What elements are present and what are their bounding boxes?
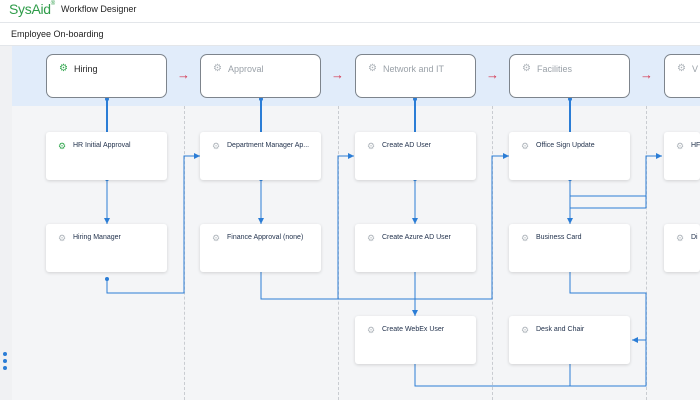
arrow-right-icon: → bbox=[486, 67, 499, 82]
task-next-column-mid[interactable]: ⚙ Di bbox=[664, 224, 700, 272]
stage-next[interactable]: ⚙ V bbox=[664, 54, 700, 98]
gear-icon: ⚙ bbox=[676, 233, 685, 243]
gear-icon: ⚙ bbox=[521, 141, 530, 151]
task-label: HR Initial Approval bbox=[73, 142, 131, 149]
lane-divider bbox=[646, 106, 647, 400]
top-bar: SysAid® Workflow Designer bbox=[0, 0, 700, 23]
task-create-webex-user[interactable]: ⚙ Create WebEx User bbox=[355, 316, 476, 364]
task-hr-initial-approval[interactable]: ⚙ HR Initial Approval bbox=[46, 132, 167, 180]
stage-label: Network and IT bbox=[383, 64, 445, 74]
task-label: Business Card bbox=[536, 234, 582, 241]
arrow-right-icon: → bbox=[177, 67, 190, 82]
left-panel-strip bbox=[0, 46, 12, 400]
more-vertical-icon[interactable] bbox=[3, 352, 7, 373]
gear-icon: ⚙ bbox=[367, 141, 376, 151]
task-label: Hiring Manager bbox=[73, 234, 121, 241]
task-label: Department Manager Ap... bbox=[227, 142, 310, 149]
stage-facilities[interactable]: ⚙ Facilities bbox=[509, 54, 630, 98]
app-title: Workflow Designer bbox=[61, 4, 137, 14]
stage-label: V bbox=[692, 64, 699, 74]
arrow-right-icon: → bbox=[331, 67, 344, 82]
task-office-sign-update[interactable]: ⚙ Office Sign Update bbox=[509, 132, 630, 180]
gear-icon: ⚙ bbox=[676, 141, 685, 151]
gear-icon: ⚙ bbox=[521, 325, 530, 335]
gear-icon: ⚙ bbox=[367, 233, 376, 243]
gear-icon: ⚙ bbox=[521, 233, 530, 243]
task-label: HF bbox=[691, 142, 700, 149]
task-connectors bbox=[104, 97, 662, 387]
task-create-ad-user[interactable]: ⚙ Create AD User bbox=[355, 132, 476, 180]
stage-network-and-it[interactable]: ⚙ Network and IT bbox=[355, 54, 476, 98]
task-next-column-top[interactable]: ⚙ HF bbox=[664, 132, 700, 180]
gear-icon: ⚙ bbox=[677, 63, 686, 74]
workflow-canvas[interactable]: ⚙ Hiring → ⚙ Approval → ⚙ Network and IT… bbox=[0, 46, 700, 400]
gear-icon: ⚙ bbox=[59, 63, 68, 74]
task-department-manager-approval[interactable]: ⚙ Department Manager Ap... bbox=[200, 132, 321, 180]
task-create-azure-ad-user[interactable]: ⚙ Create Azure AD User bbox=[355, 224, 476, 272]
task-label: Create Azure AD User bbox=[382, 234, 451, 241]
logo-text: SysAid bbox=[9, 1, 51, 17]
task-finance-approval[interactable]: ⚙ Finance Approval (none) bbox=[200, 224, 321, 272]
gear-icon: ⚙ bbox=[367, 325, 376, 335]
gear-icon: ⚙ bbox=[368, 63, 377, 74]
task-label: Di bbox=[691, 234, 698, 241]
sysaid-logo[interactable]: SysAid® bbox=[9, 1, 55, 17]
stage-hiring[interactable]: ⚙ Hiring bbox=[46, 54, 167, 98]
task-label: Office Sign Update bbox=[536, 142, 595, 149]
task-label: Finance Approval (none) bbox=[227, 234, 304, 241]
gear-icon: ⚙ bbox=[212, 141, 221, 151]
task-label: Create WebEx User bbox=[382, 326, 445, 333]
task-desk-and-chair[interactable]: ⚙ Desk and Chair bbox=[509, 316, 630, 364]
gear-icon: ⚙ bbox=[58, 141, 67, 151]
stage-label: Facilities bbox=[537, 64, 573, 74]
task-business-card[interactable]: ⚙ Business Card bbox=[509, 224, 630, 272]
gear-icon: ⚙ bbox=[58, 233, 67, 243]
arrow-right-icon: → bbox=[640, 67, 653, 82]
gear-icon: ⚙ bbox=[213, 63, 222, 74]
stage-approval[interactable]: ⚙ Approval bbox=[200, 54, 321, 98]
stage-label: Approval bbox=[228, 64, 264, 74]
stage-label: Hiring bbox=[74, 64, 98, 74]
gear-icon: ⚙ bbox=[522, 63, 531, 74]
task-label: Desk and Chair bbox=[536, 326, 585, 333]
gear-icon: ⚙ bbox=[212, 233, 221, 243]
workflow-name: Employee On-boarding bbox=[11, 29, 104, 39]
workflow-name-bar: Employee On-boarding bbox=[0, 23, 700, 46]
task-hiring-manager[interactable]: ⚙ Hiring Manager bbox=[46, 224, 167, 272]
registered-mark: ® bbox=[50, 1, 55, 8]
task-label: Create AD User bbox=[382, 142, 432, 149]
